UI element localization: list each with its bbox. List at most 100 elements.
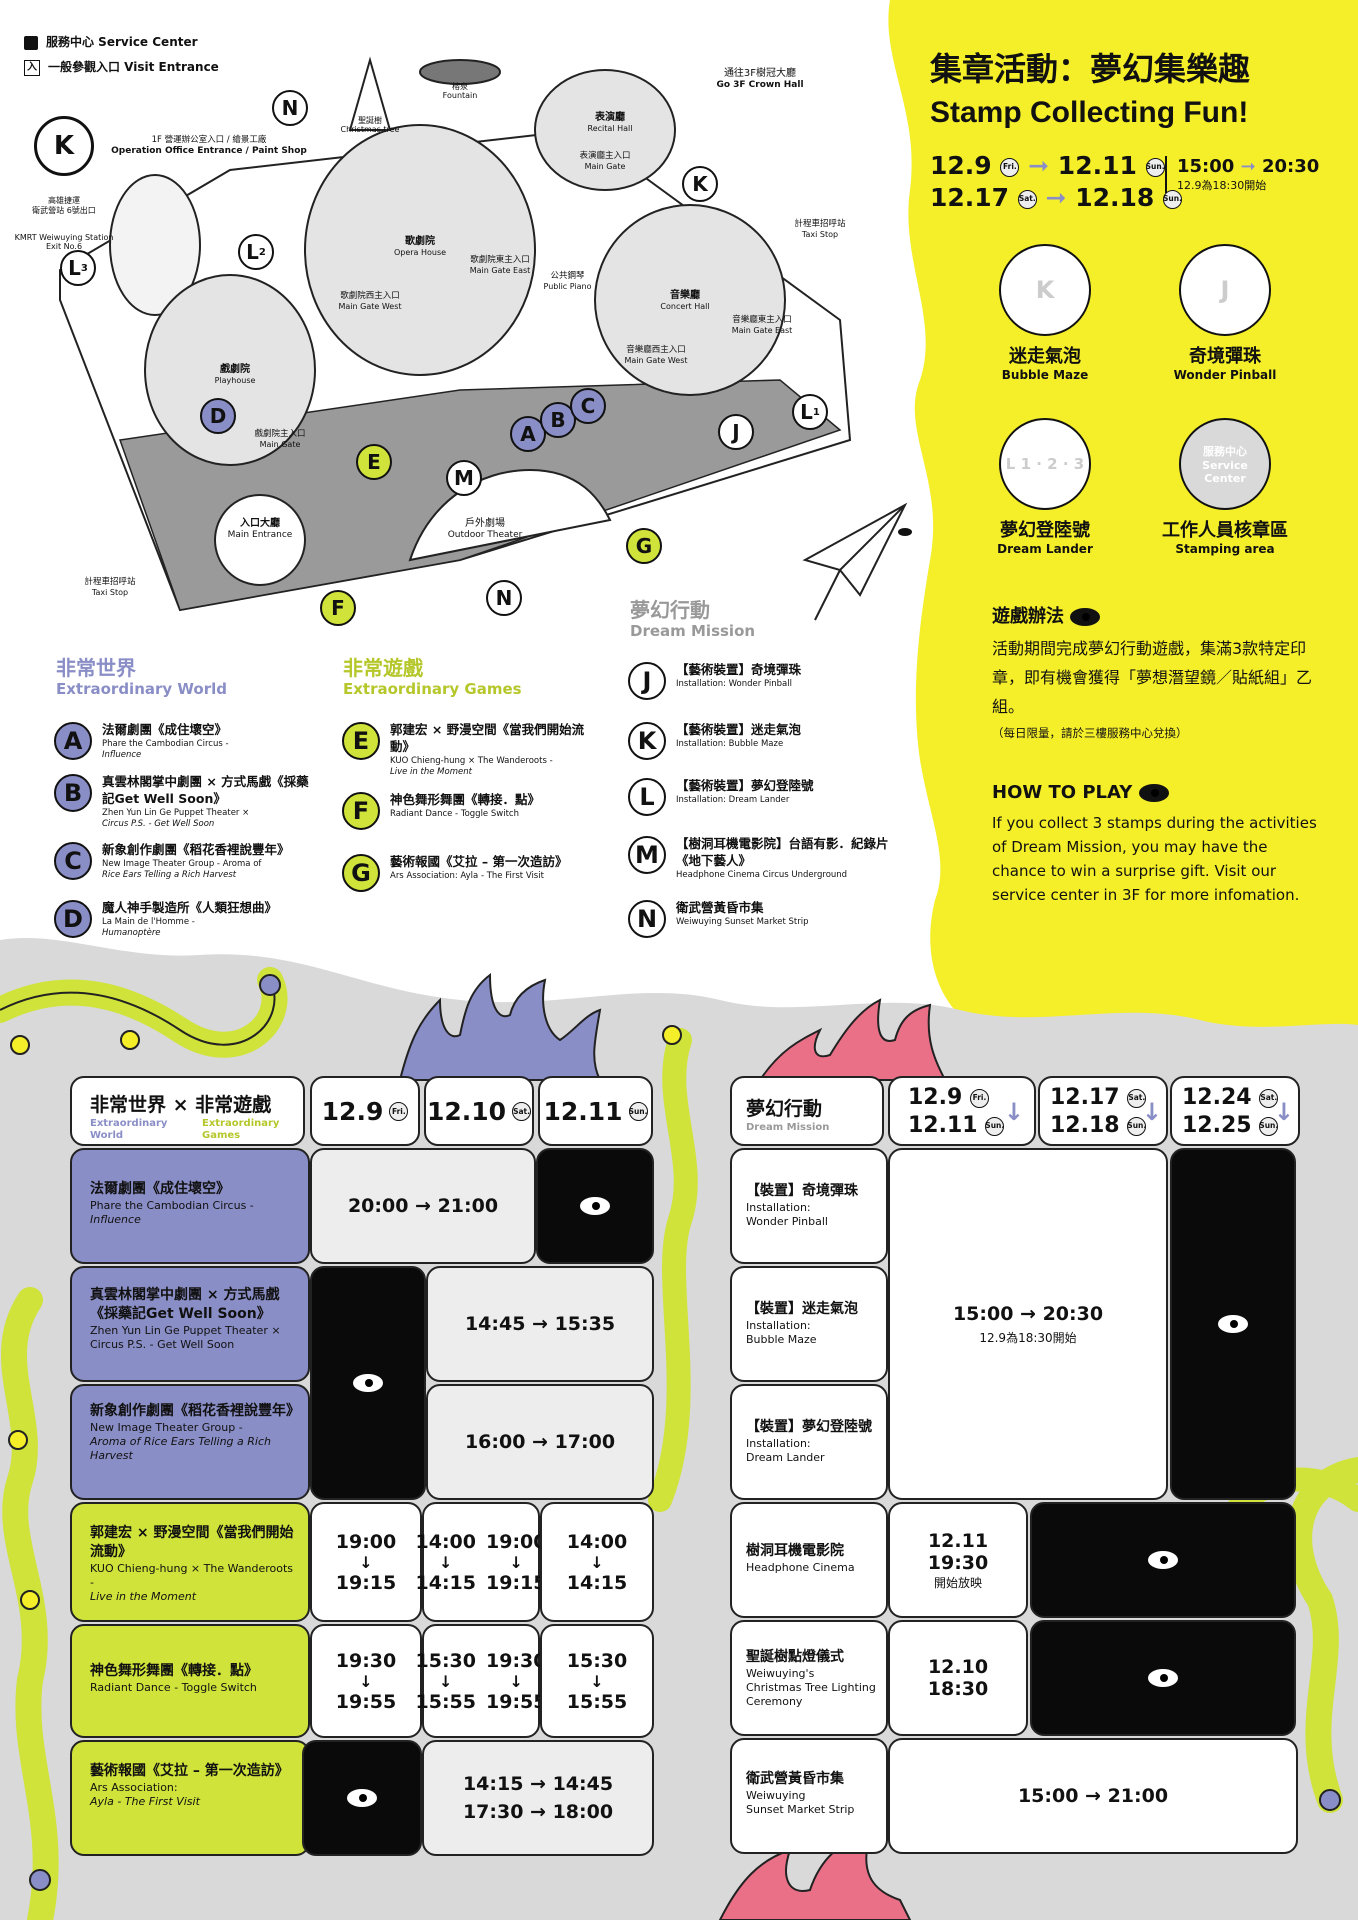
- games-title-en: Extraordinary Games: [343, 680, 522, 698]
- right-closed-column: [1170, 1148, 1296, 1500]
- stamp-service: 服務中心 Service Center 工作人員核章區 Stamping are…: [1140, 418, 1310, 556]
- stamp-dates: 12.9 Fri. ➞ 12.11 Sun. 12.17 Sat. ➞ 12.1…: [930, 151, 1182, 212]
- right-market-time: 15:00 → 21:00: [888, 1738, 1298, 1854]
- arrow-down-icon: ↓: [1273, 1098, 1294, 1126]
- left-row6-closed: [302, 1740, 422, 1856]
- arrow-down-icon: ↓: [359, 1552, 373, 1572]
- left-row4-time-b: 14:00↓14:15 19:00↓19:15: [416, 1502, 546, 1622]
- right-tree-closed: [1030, 1620, 1296, 1736]
- left-row4-time-a: 19:00↓19:15: [310, 1502, 422, 1622]
- stamp-circle: L 1 · 2 · 3: [999, 418, 1091, 510]
- howto-en: HOW TO PLAY If you collect 3 stamps duri…: [992, 782, 1317, 904]
- stamp-j: J 奇境彈珠 Wonder Pinball: [1165, 244, 1285, 382]
- left-row-label-3: 新象創作劇團《稻花香裡說豐年》New Image Theater Group -…: [70, 1384, 310, 1500]
- left-row3-time: 16:00 → 17:00: [426, 1384, 654, 1500]
- right-table-header: 夢幻行動 Dream Mission: [730, 1076, 884, 1146]
- kmrt-label: 高雄捷運 衛武營站 6號出口 KMRT Weiwuying Station Ex…: [14, 196, 114, 252]
- legend-service-center: 服務中心 Service Center: [24, 30, 219, 55]
- arrow-down-icon: ↓: [439, 1552, 453, 1572]
- map-marker-e[interactable]: E: [356, 444, 392, 480]
- right-cinema-time: 12.11 19:30 開始放映: [888, 1502, 1028, 1618]
- kmrt-logo: K: [34, 116, 94, 176]
- arrow-right-icon: ➞: [1240, 156, 1256, 177]
- left-row1-closed: [536, 1148, 654, 1264]
- howto-zh: 遊戲辦法 活動期間完成夢幻行動遊戲，集滿3款特定印章，即有機會獲得「夢想潛望鏡／…: [992, 606, 1313, 740]
- stamp-times: 15:00 ➞ 20:30 12.9為18:30開始: [1165, 156, 1319, 193]
- arrow-right-icon: ➞: [1045, 183, 1067, 212]
- arrow-down-icon: ↓: [509, 1671, 523, 1691]
- map-marker-f[interactable]: F: [320, 590, 356, 626]
- left-row-label-6: 藝術報國《艾拉 – 第一次造訪》Ars Association:Ayla - T…: [70, 1740, 310, 1856]
- entrance-icon: 入: [24, 59, 40, 76]
- map-marker-k[interactable]: K: [682, 166, 718, 202]
- world-title: 非常世界: [56, 656, 136, 680]
- map-marker-j[interactable]: J: [718, 414, 754, 450]
- left-table-header: 非常世界 × 非常遊戲 Extraordinary World Extraord…: [70, 1076, 305, 1146]
- eye-icon: [1148, 1669, 1178, 1687]
- left-row5-time-a: 19:30↓19:55: [310, 1624, 422, 1738]
- map-marker-a[interactable]: A: [510, 416, 546, 452]
- eye-icon: [580, 1197, 610, 1215]
- arrow-down-icon: ↓: [439, 1671, 453, 1691]
- right-installation-time: 15:00 → 20:30 12.9為18:30開始: [888, 1148, 1168, 1500]
- left-row2-time: 14:45 → 15:35: [426, 1266, 654, 1382]
- arrow-down-icon: ↓: [590, 1552, 604, 1572]
- map-marker-c[interactable]: C: [570, 388, 606, 424]
- left-row4-time-c: 14:00↓14:15: [540, 1502, 654, 1622]
- left-row-label-4: 郭建宏 × 野漫空間《當我們開始流動》KUO Chieng-hung × The…: [70, 1502, 310, 1622]
- stamp-circle: K: [999, 244, 1091, 336]
- left-row2-closed: [310, 1266, 426, 1500]
- service-center-icon: [24, 35, 38, 50]
- left-row5-time-c: 15:30↓15:55: [540, 1624, 654, 1738]
- map-marker-m[interactable]: M: [446, 460, 482, 496]
- arrow-down-icon: ↓: [509, 1552, 523, 1572]
- arrow-down-icon: ↓: [1141, 1098, 1162, 1126]
- eye-icon: [353, 1374, 383, 1392]
- games-title: 非常遊戲: [343, 656, 423, 680]
- left-row-label-5: 神色舞形舞團《轉接．點》Radiant Dance - Toggle Switc…: [70, 1624, 310, 1738]
- arrow-down-icon: ↓: [359, 1671, 373, 1691]
- stamp-k: K 迷走氣泡 Bubble Maze: [990, 244, 1100, 382]
- map-marker-g[interactable]: G: [626, 528, 662, 564]
- map-marker-n-top[interactable]: N: [272, 90, 308, 126]
- eye-icon: [1218, 1315, 1248, 1333]
- arrow-down-icon: ↓: [590, 1671, 604, 1691]
- map-marker-n-bottom[interactable]: N: [486, 580, 522, 616]
- mission-title: 夢幻行動: [630, 598, 710, 622]
- arrow-right-icon: ➞: [1028, 151, 1050, 180]
- right-date-1: 12.9 Fri. 12.11 Sun. ↓: [888, 1076, 1036, 1146]
- map-marker-d[interactable]: D: [200, 398, 236, 434]
- legend: 服務中心 Service Center 入一般參觀入口 Visit Entran…: [24, 30, 219, 80]
